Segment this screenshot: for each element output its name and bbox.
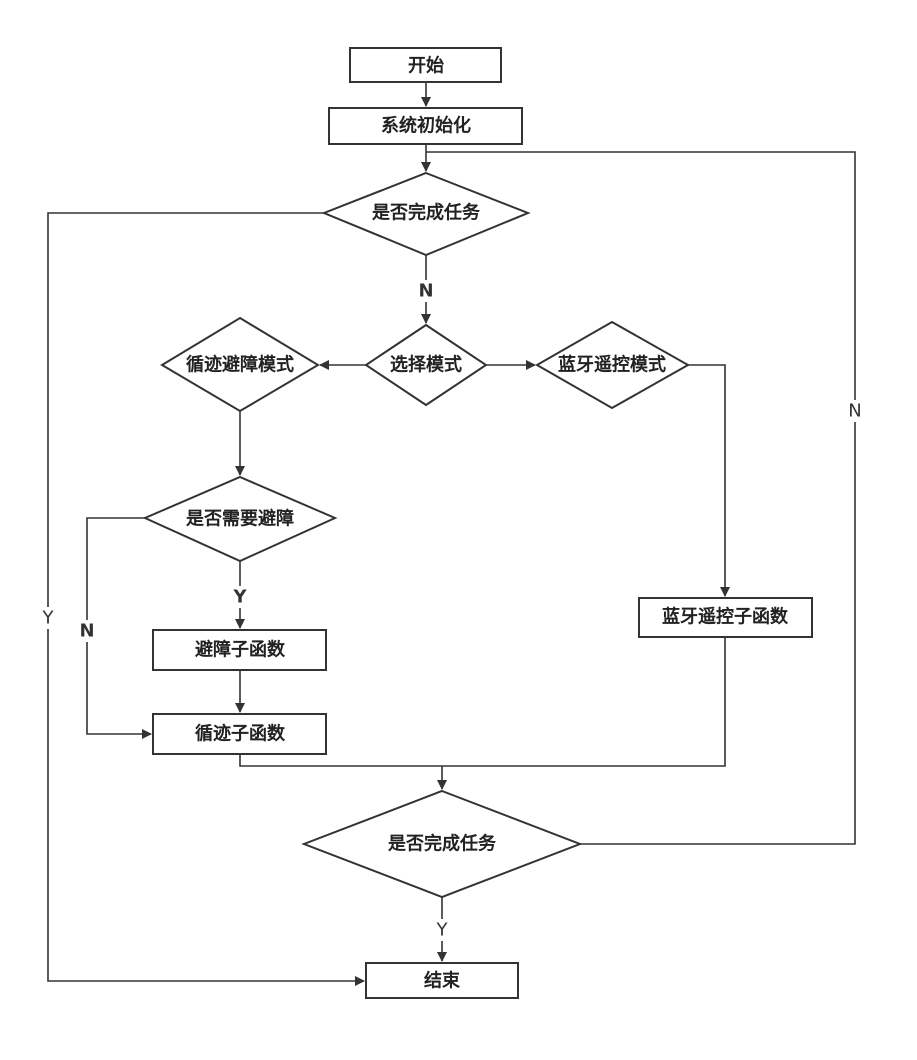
edge-check-bottom-n-loop [426,151,856,845]
check-task-bottom-diamond [301,789,583,899]
line-sub-box [152,713,327,755]
label-bottom-y: Y [436,920,449,941]
bt-mode-diamond [534,320,691,410]
label-bottom-n: N [848,401,861,422]
end-node-label: 结束 [424,970,461,992]
line-avoid-mode-label: 循迹避障模式 [186,354,294,376]
label-top-n: N [418,281,433,302]
bt-sub-box [638,597,813,638]
edge-check-top-y-to-end [47,212,365,986]
check-task-top-label: 是否完成任务 [371,202,481,224]
line-avoid-mode-diamond [160,316,320,413]
nodes: 开始 系统初始化 是否完成任务 选择模式 循迹避障模式 蓝牙遥控模式 是否需要避… [142,47,813,999]
avoid-sub-label: 避障子函数 [195,639,286,661]
label-avoid-y: Y [232,587,247,608]
edge-bt-sub-to-merge [442,637,726,767]
edge-line-sub-to-merge [239,754,442,767]
label-bg-top-n [417,280,435,302]
avoid-sub-box [152,629,327,671]
start-node-label: 开始 [408,55,444,77]
need-avoid-label: 是否需要避障 [185,508,294,530]
label-bg-bottom-y [433,919,451,941]
label-bg-top-y [39,607,57,629]
edge-need-avoid-n-to-line-sub [86,517,152,739]
end-node-box [365,962,519,999]
check-task-top-diamond [321,171,531,257]
label-top-y: Y [42,608,55,629]
select-mode-diamond [364,323,488,407]
bt-mode-label: 蓝牙遥控模式 [558,354,666,376]
edge-labels: N Y Y N Y N [39,280,864,941]
start-node-box [349,47,502,83]
label-bg-avoid-y [231,586,249,608]
check-task-bottom-label: 是否完成任务 [387,833,497,855]
label-avoid-n: N [79,621,94,642]
init-node-box [328,107,523,145]
select-mode-label: 选择模式 [390,354,462,376]
label-bg-avoid-n [78,620,96,642]
line-sub-label: 循迹子函数 [195,723,286,745]
bt-sub-label: 蓝牙遥控子函数 [662,606,789,628]
need-avoid-diamond [142,475,338,563]
init-node-label: 系统初始化 [381,115,471,137]
edge-bt-to-bt-sub [688,364,730,597]
label-bg-bottom-n [846,400,864,422]
